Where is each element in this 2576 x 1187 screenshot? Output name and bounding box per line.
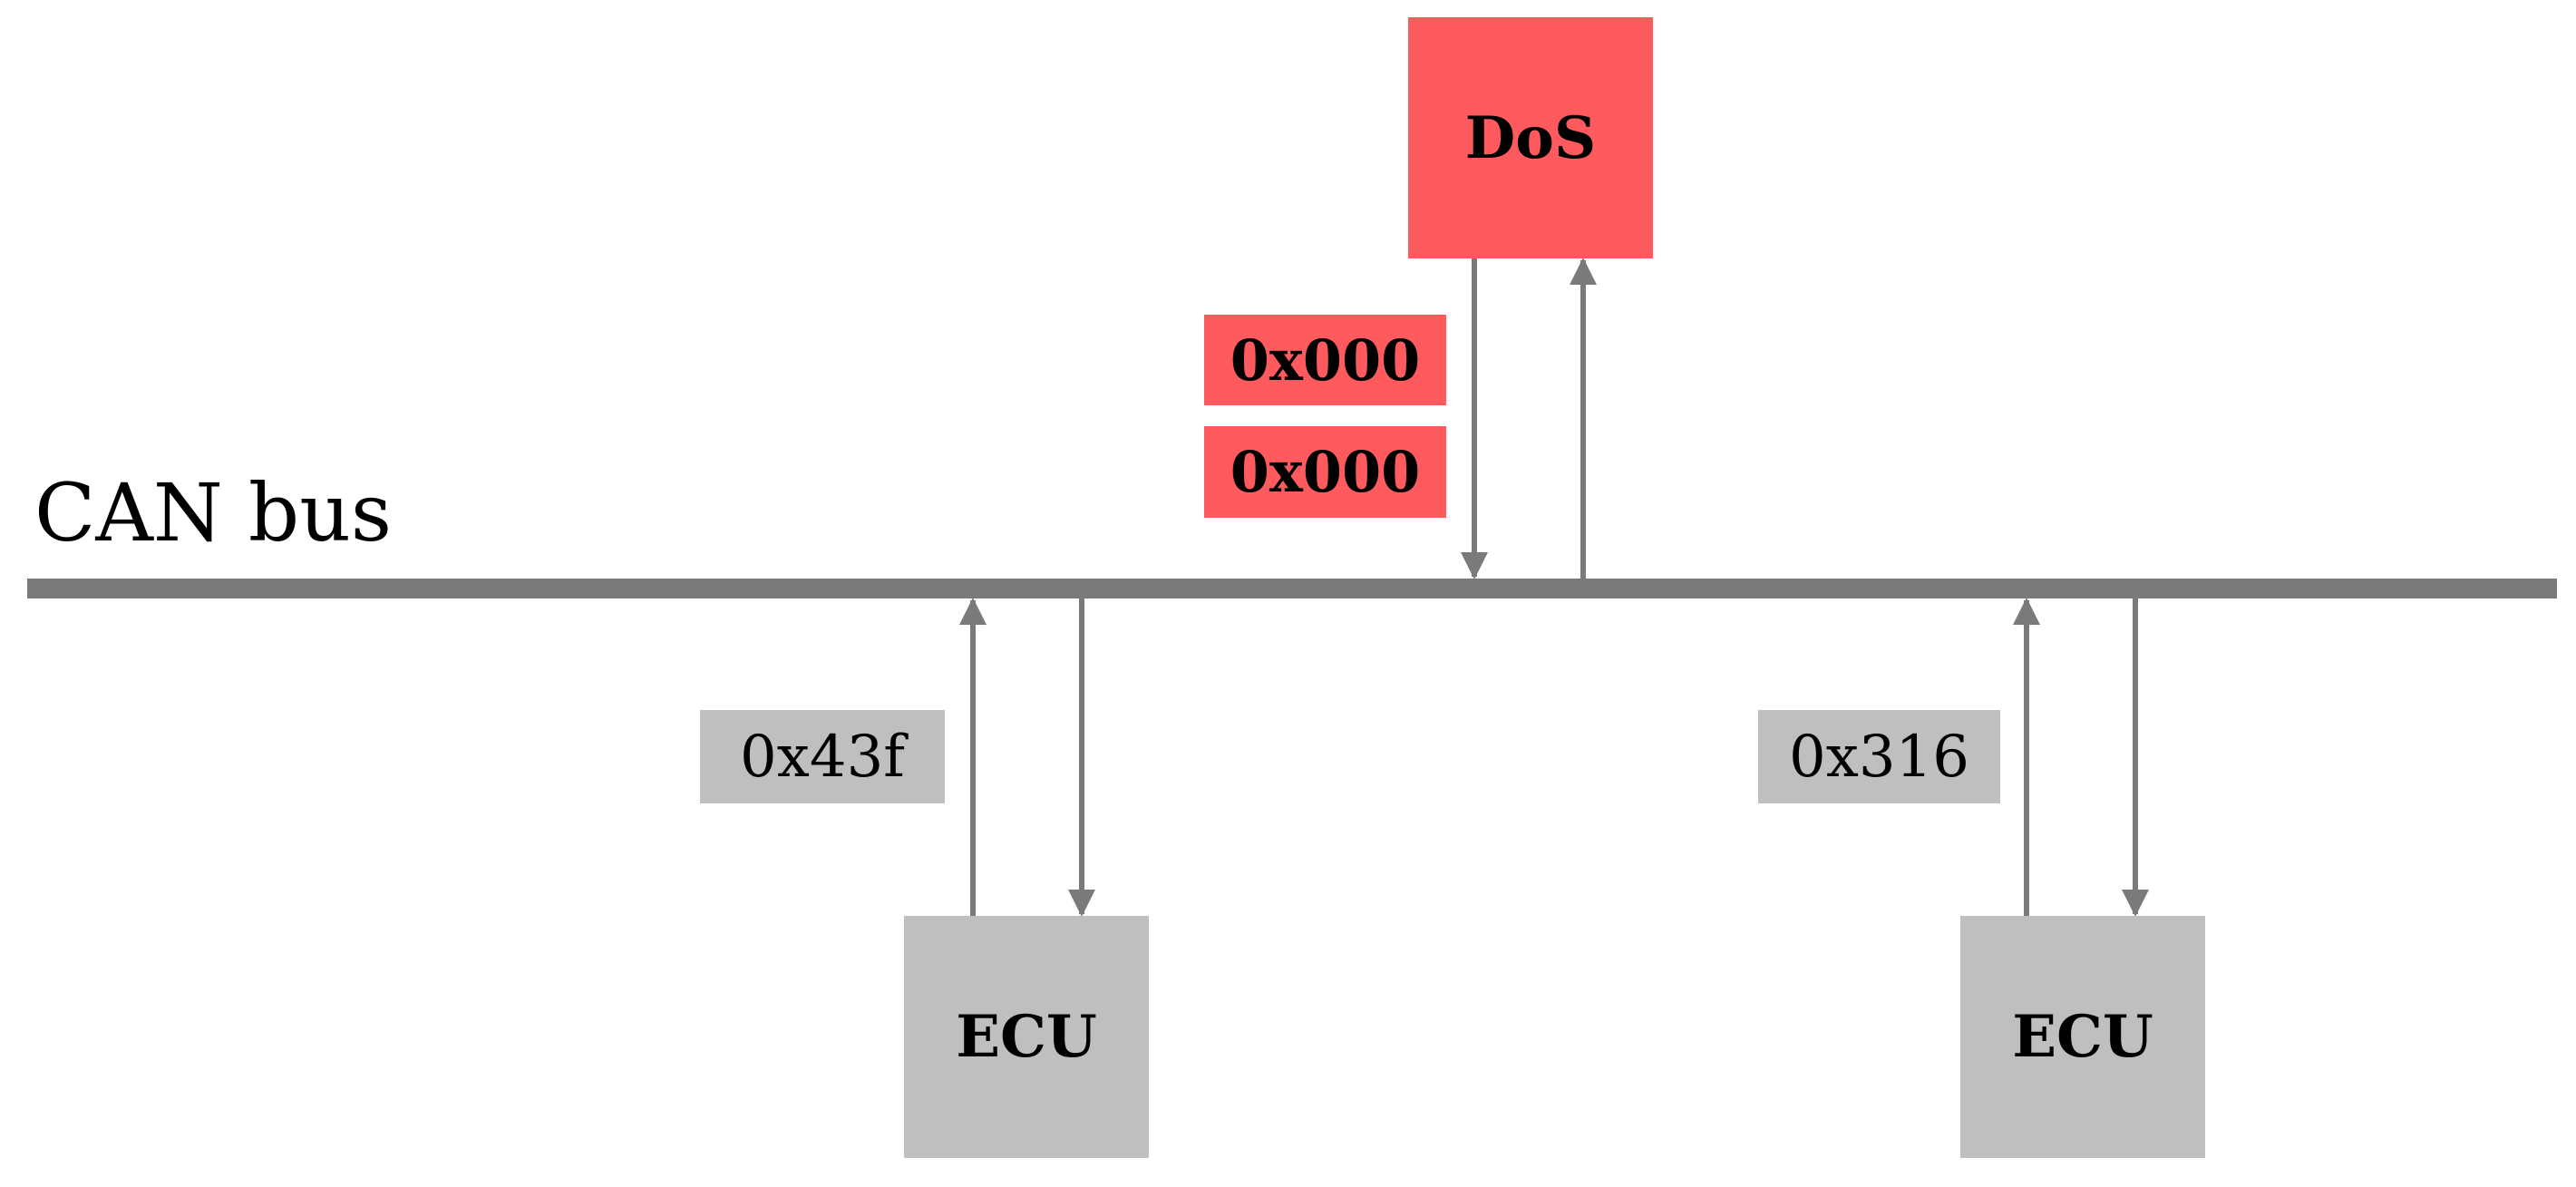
attack-message-id: 0x000 [1230, 439, 1421, 505]
attack-message: 0x000 [1204, 315, 1446, 405]
ecu-2-label: ECU [2012, 1003, 2153, 1071]
ecu-2-node: ECU [1960, 916, 2205, 1158]
ecu-1-message-id: 0x43f [740, 723, 905, 791]
ecu-1-label: ECU [956, 1003, 1097, 1071]
ecu-1-node: ECU [904, 916, 1149, 1158]
dos-attacker-node: DoS [1408, 17, 1653, 258]
ecu-2-message: 0x316 [1758, 710, 2000, 803]
attack-message: 0x000 [1204, 426, 1446, 518]
ecu-1-message: 0x43f [700, 710, 945, 803]
bus-label: CAN bus [34, 466, 393, 559]
ecu-2-message-id: 0x316 [1789, 723, 1969, 791]
dos-label: DoS [1464, 103, 1597, 172]
can-bus-line [27, 579, 2557, 598]
attack-message-id: 0x000 [1230, 326, 1421, 394]
